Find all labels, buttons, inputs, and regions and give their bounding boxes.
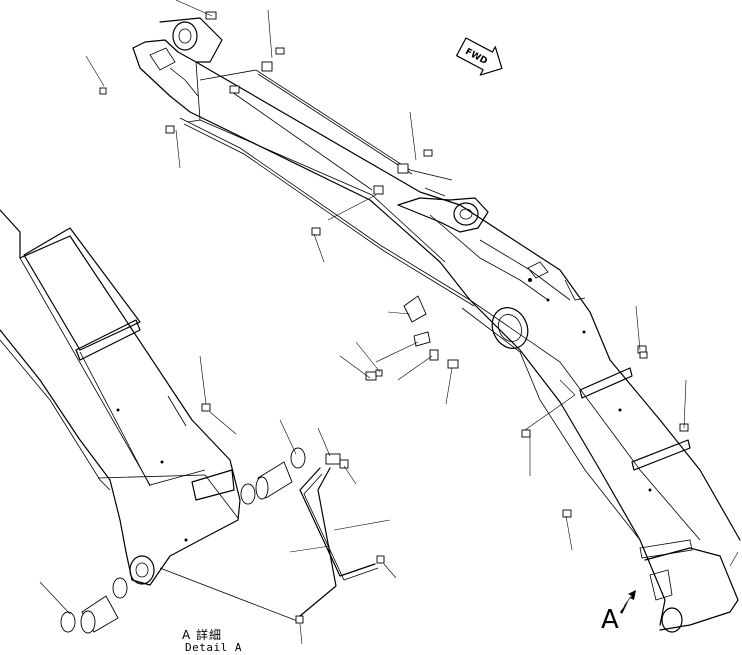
grease-pipes [299,467,379,617]
view-arrow-icon [620,590,636,614]
clip-part [275,47,285,55]
fitting-part [325,453,341,465]
bushings-and-orings [60,447,306,634]
forward-arrow-icon: FWD [456,37,503,76]
bracket-part [413,331,431,347]
clip-part [229,85,240,94]
oring-part [60,611,76,633]
clip-part [521,429,531,438]
boom-assembly [132,17,741,633]
arm-wire-harness [0,339,301,623]
clip-part [423,149,433,157]
oring-part [240,483,256,505]
clip-part [311,227,321,236]
clip-part [562,509,572,518]
bushing-part [255,476,269,500]
bracket-part [403,295,427,323]
clip-part [99,87,107,95]
clip-part [261,61,273,72]
bolt-part [375,369,383,377]
bolt-part [447,359,459,369]
clip-part [373,185,384,195]
bushing-part [80,610,96,634]
clip-part [165,125,175,134]
view-marker-label: A [601,605,619,635]
clip-part [201,403,211,412]
clip-part [376,555,385,564]
leader-lines [39,0,739,645]
clips-and-fasteners [99,11,689,624]
fitting-part [339,459,349,469]
clip-part [295,615,304,624]
detail-label-english: Detail A [185,641,242,654]
oring-part [290,447,306,469]
detail-label-japanese: A 詳細 [182,628,223,642]
clip-part [397,163,409,174]
arm-assembly [0,209,241,586]
boom-wire-harness [179,69,701,541]
oring-part [112,577,128,599]
clip-part [639,351,648,359]
forward-marker-text: FWD [463,47,488,67]
bracket-part [429,349,439,361]
